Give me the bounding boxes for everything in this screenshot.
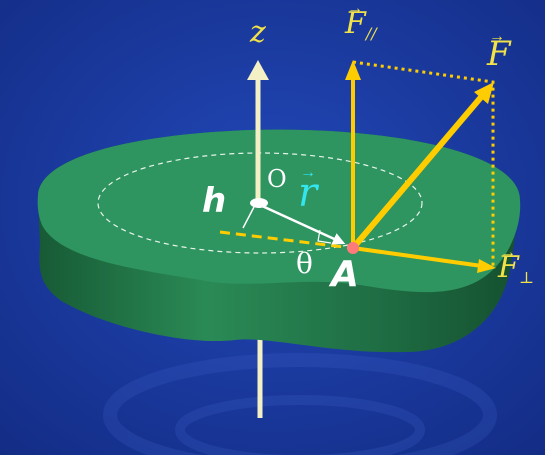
force-perp-label: → F⊥ [498,244,534,287]
origin-point [250,198,268,208]
force-parallelogram [352,60,495,268]
h-label: h [202,181,227,221]
vector-arrow-icon: → [347,0,363,17]
force-parallel-label: → F// [345,0,377,43]
vector-arrow-icon: → [300,164,316,181]
origin-label: O [267,165,287,193]
z-axis-label: z [250,15,266,50]
force-arrowhead [474,82,494,104]
dashed-baseline [219,230,353,250]
force-perp-arrow [352,246,483,268]
vector-arrow-icon: → [489,28,505,45]
background-swirls [103,353,497,455]
h-marker [242,206,255,229]
theta-label: θ [296,247,313,280]
vector-arrow-icon: → [500,244,516,261]
z-axis-arrowhead [247,60,269,80]
force-label: → F [487,28,511,74]
r-vector [259,203,346,245]
point-a-label: A [331,254,359,295]
point-a [347,242,359,254]
force-parallel-arrowhead [345,60,361,80]
r-vector-label: → r [298,164,318,216]
angle-mark [317,229,332,244]
force-arrow [350,94,485,250]
disk-top [37,129,521,293]
force-perp-arrowhead [477,259,496,273]
